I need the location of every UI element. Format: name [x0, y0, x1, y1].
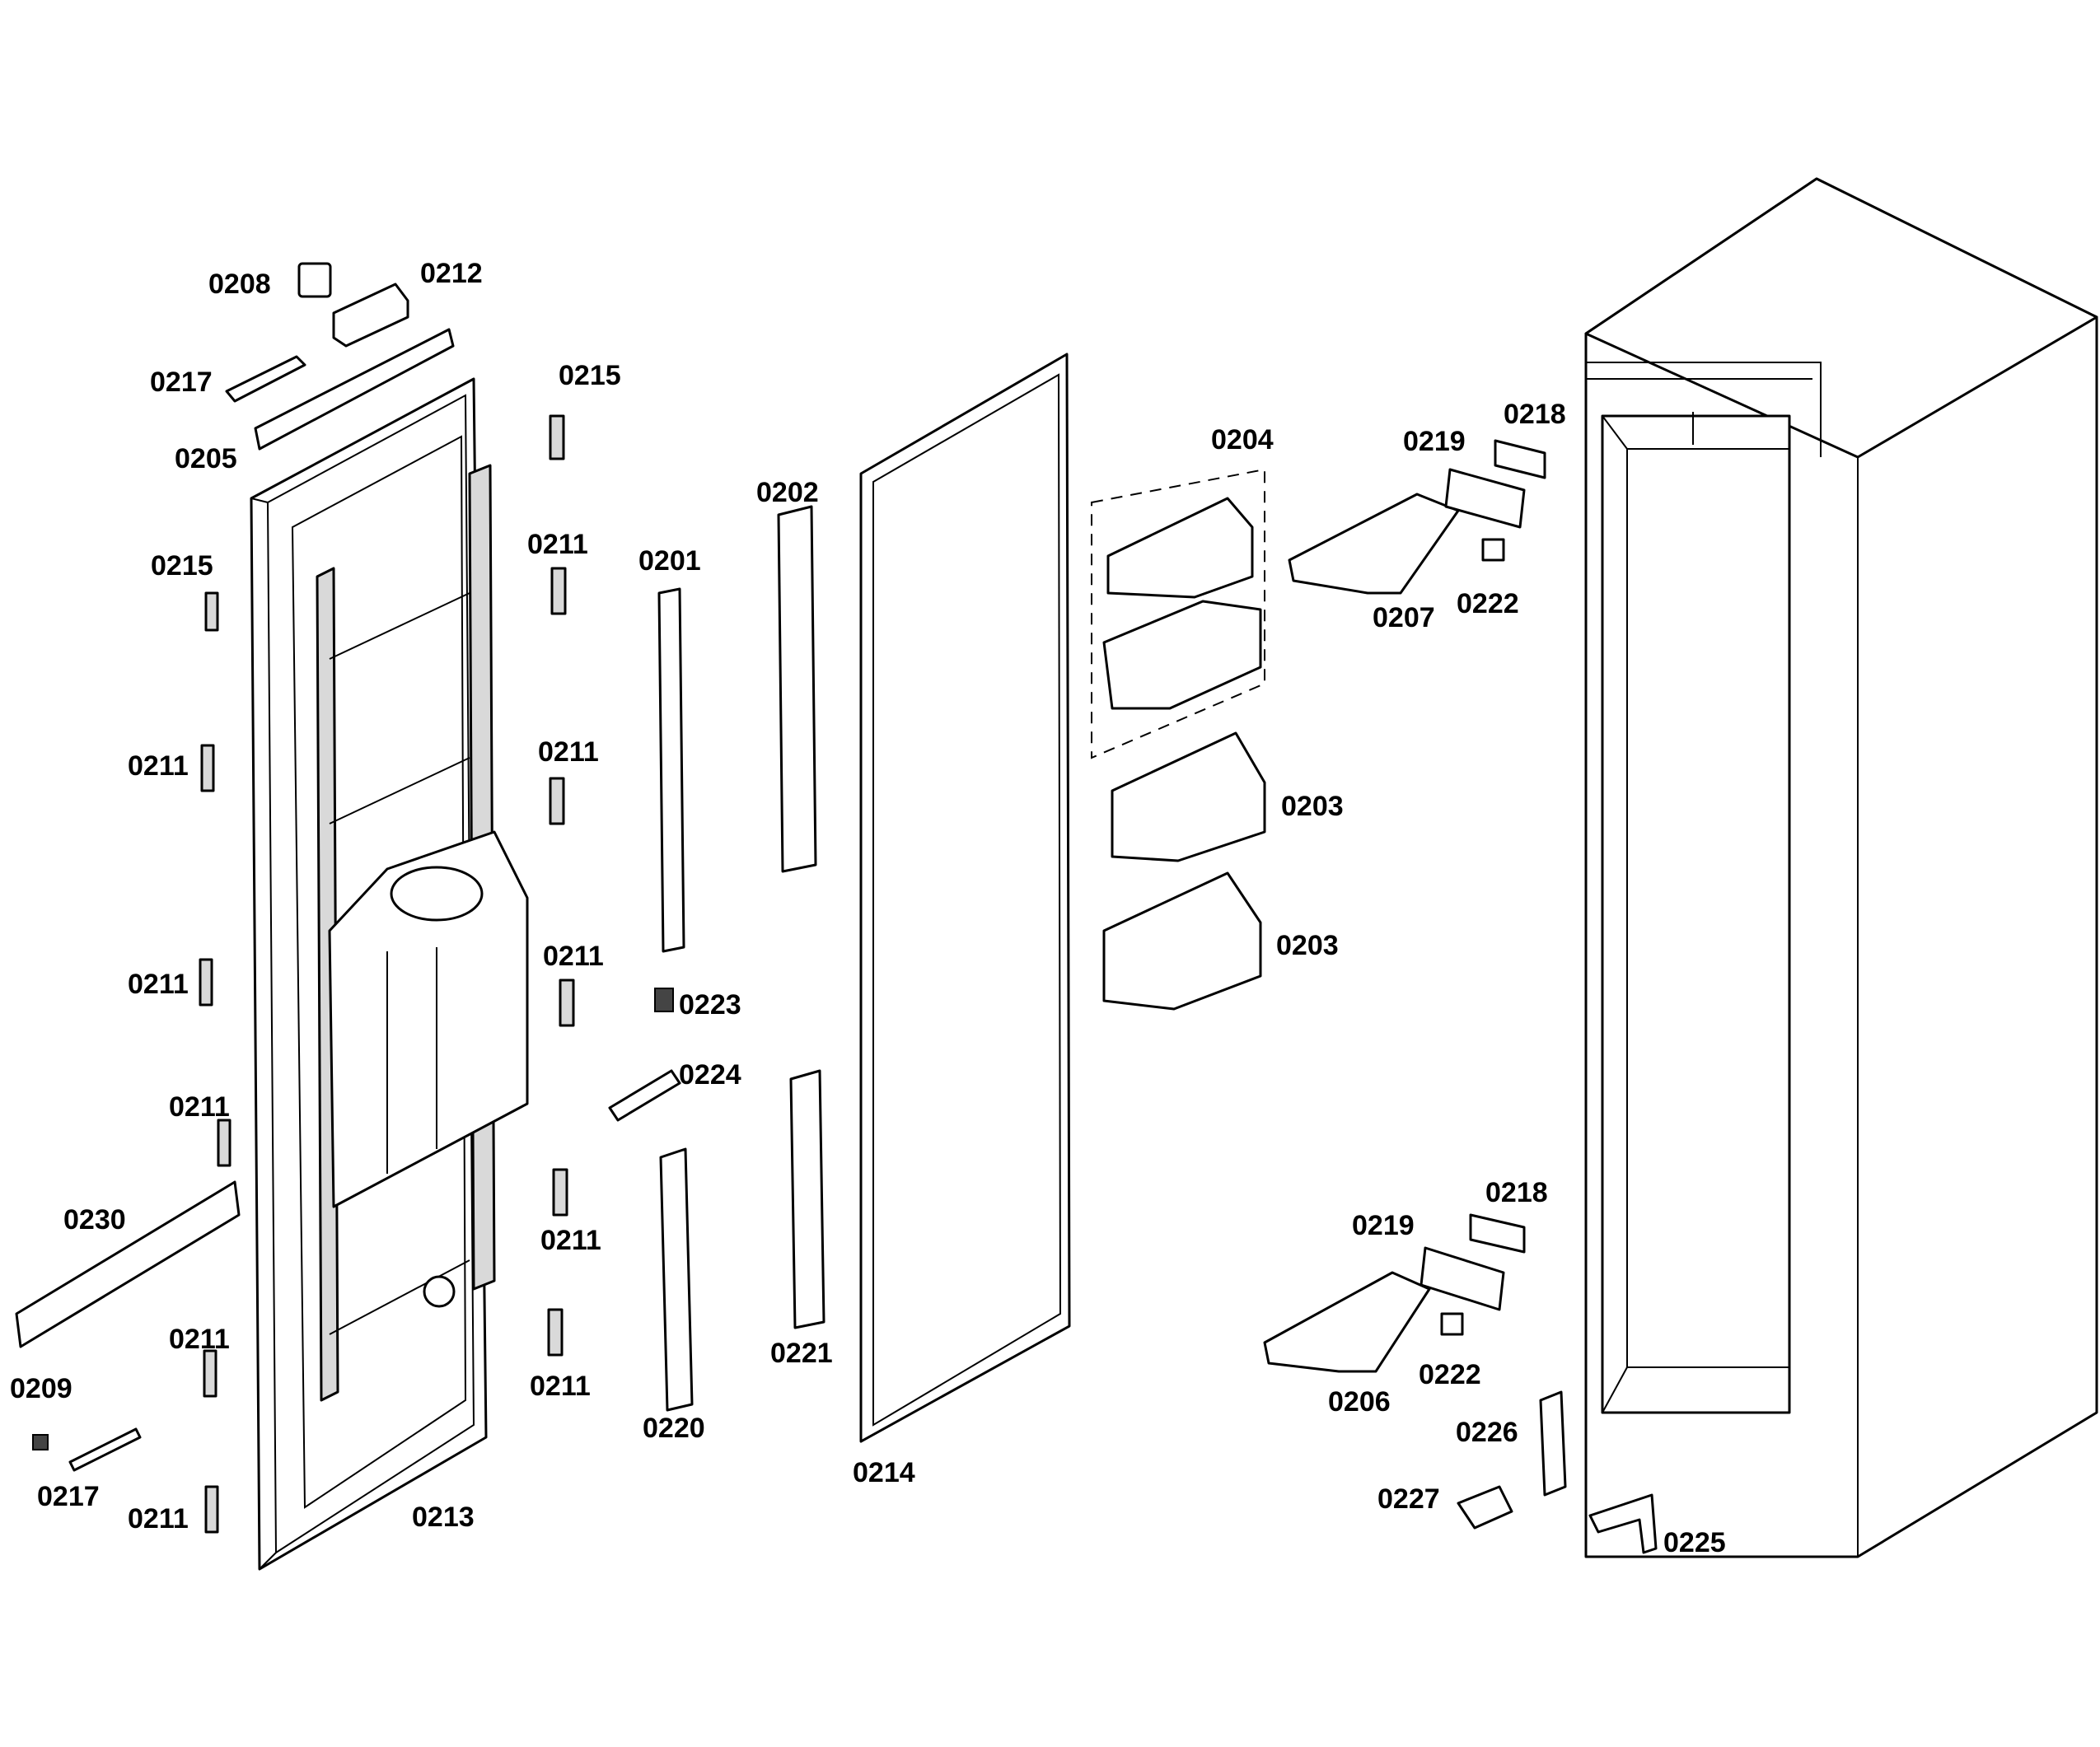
part-label: 0211 [538, 736, 599, 768]
part-label: 0211 [169, 1324, 230, 1355]
part-label: 0211 [169, 1091, 230, 1123]
door-assembly-drawing [250, 377, 529, 1571]
part-label: 0202 [756, 477, 819, 508]
part-label: 0222 [1419, 1359, 1481, 1390]
part-label: 0218 [1485, 1177, 1548, 1208]
part-label: 0209 [10, 1373, 72, 1404]
part-label: 0211 [128, 969, 189, 1000]
cabinet-drawing [1584, 177, 2098, 1558]
part-label: 0211 [128, 750, 189, 782]
part-label: 0221 [770, 1338, 833, 1369]
part-label: 0207 [1373, 602, 1435, 633]
part-label: 0206 [1328, 1386, 1391, 1418]
part-label: 0219 [1403, 426, 1466, 457]
part-label: 0230 [63, 1204, 126, 1236]
part-label: 0203 [1276, 930, 1339, 961]
part-label: 0208 [208, 269, 271, 300]
part-label: 0217 [150, 367, 213, 398]
door-gasket-drawing [859, 353, 1071, 1443]
part-label: 0225 [1663, 1527, 1726, 1558]
part-label: 0217 [37, 1481, 100, 1512]
part-label: 0212 [420, 258, 483, 289]
hinge-drawings [1263, 439, 1658, 1554]
part-number-labels: 0208 0212 0217 0205 0215 0215 0211 0211 … [10, 258, 1726, 1558]
part-label: 0201 [638, 545, 701, 577]
part-label: 0219 [1352, 1210, 1415, 1241]
part-label: 0227 [1377, 1483, 1440, 1515]
part-label: 0213 [412, 1502, 475, 1533]
part-label: 0218 [1504, 399, 1566, 430]
part-label: 0220 [643, 1413, 705, 1444]
door-bin-drawings [1091, 468, 1266, 1011]
part-label: 0215 [151, 550, 213, 582]
trim-strip-drawings [608, 505, 826, 1412]
part-label: 0211 [540, 1225, 601, 1256]
part-label: 0223 [679, 989, 741, 1021]
part-label: 0215 [559, 360, 621, 391]
small-bracket-drawings [15, 262, 575, 1534]
part-label: 0211 [527, 529, 588, 560]
part-label: 0211 [543, 941, 604, 972]
part-label: 0205 [175, 443, 237, 474]
part-label: 0211 [530, 1371, 591, 1402]
part-label: 0211 [128, 1503, 189, 1534]
part-label: 0226 [1456, 1417, 1518, 1448]
part-label: 0204 [1211, 424, 1274, 455]
part-label: 0214 [853, 1457, 915, 1488]
part-label: 0224 [679, 1059, 741, 1091]
part-label: 0203 [1281, 791, 1344, 822]
part-label: 0222 [1457, 588, 1519, 619]
